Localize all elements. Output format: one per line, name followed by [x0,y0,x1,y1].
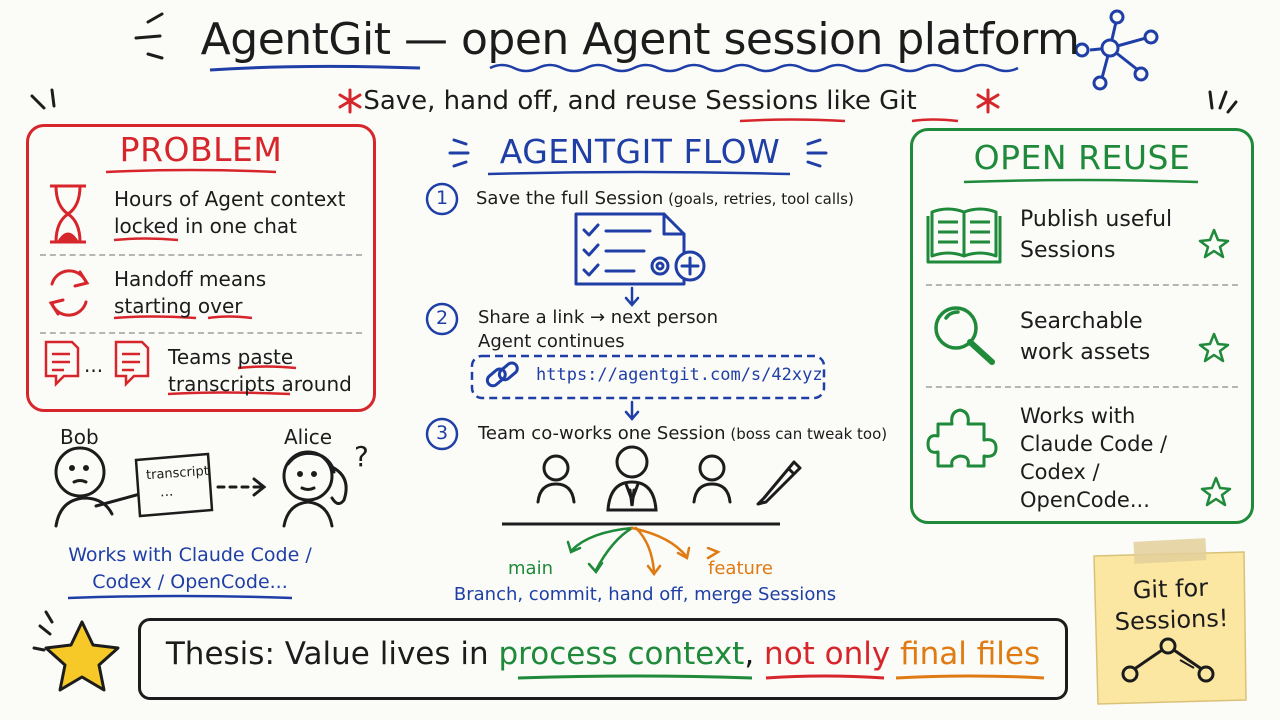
thesis-text: Thesis: Value lives in process context, … [138,636,1068,672]
step-1-main: Save the full Session [476,188,664,209]
transcript-paper-dots: ... [159,483,174,501]
step-1-number: 1 [435,187,449,209]
problem-paste-word: paste [237,345,294,369]
flow-arrow-1 [624,286,640,307]
problem-item-paste: Teams paste transcripts around [168,344,368,398]
problem-item-locked: Hours of Agent context locked in one cha… [114,186,364,240]
team-members-icon [536,445,732,512]
reuse-search-line2: work assets [1020,340,1151,365]
reuse-item-search: Searchable work assets [1020,306,1150,368]
alice-question-mark: ? [354,440,369,473]
reuse-search-line1: Searchable [1020,309,1143,334]
title-underline-blue [209,64,421,72]
alice-figure [282,450,348,528]
reuse-divider-1 [926,284,1238,286]
problem-paste-line2: transcripts around [168,372,352,396]
transcript-paper-label: transcript [145,463,210,484]
reuse-panel [910,128,1254,524]
subtitle-part-a: Save, hand off, and reuse [363,86,706,116]
subtitle-git: Git [879,86,917,116]
step-3-number: 3 [435,422,449,444]
thesis-space [890,636,900,672]
handoff-arrow [216,477,267,497]
title-agentgit: AgentGit [200,14,391,65]
works-with-line2: Codex / OpenCode... [92,571,288,593]
branch-arrows [566,526,721,577]
reuse-works-line1: Works with [1020,404,1136,428]
branch-main-label: main [508,558,553,579]
reuse-item-works-with: Works with Claude Code / Codex / OpenCod… [1020,402,1167,514]
session-link[interactable]: https://agentgit.com/s/42xyz [536,365,823,385]
flow-title-dashes-left [448,138,470,168]
problem-divider-2 [40,332,362,334]
thesis-final-files: final files [900,636,1041,672]
reuse-works-line3: Codex / [1020,460,1100,484]
git-branch-icon [1121,637,1215,683]
works-with-note: Works with Claude Code / Codex / OpenCod… [40,542,340,596]
problem-locked-word: locked [114,214,179,238]
thesis-comma: , [744,636,765,672]
reuse-works-line2: Claude Code / [1020,432,1168,456]
step-3-main: Team co-works one Session [478,423,726,444]
problem-item-locked-line2: locked in one chat [114,213,364,240]
alice-label: Alice [284,425,333,449]
reuse-divider-2 [926,386,1238,388]
problem-starting-word: starting [114,294,192,318]
reuse-publish-line1: Publish useful [1020,207,1173,232]
thesis-process-context: process context [498,636,745,672]
step-3-detail: (boss can tweak too) [725,425,888,443]
reuse-item-publish: Publish useful Sessions [1020,204,1172,266]
branch-caption: Branch, commit, hand off, merge Sessions [453,584,837,605]
problem-divider-1 [40,254,362,256]
gold-star-icon [32,610,120,692]
sticky-note-text: Git for Sessions! [1095,571,1247,638]
pencil-icon [756,460,802,506]
thesis-box [138,618,1068,700]
problem-handoff-line2: starting over [114,293,364,320]
link-icon [485,361,519,388]
thesis-label: Thesis: Value lives in [165,636,499,672]
step-2-text: Share a link → next person Agent continu… [478,306,718,354]
reuse-publish-line2: Sessions [1020,238,1116,263]
problem-paste-pre: Teams [168,345,238,369]
session-document-icon [574,212,706,286]
step-2-number: 2 [435,307,449,329]
problem-over-word: over [197,294,243,318]
sticky-line2: Sessions! [1114,604,1229,636]
step-1-text: Save the full Session (goals, retries, t… [476,188,854,209]
thesis-not-only: not only [764,636,891,672]
step-3-text: Team co-works one Session (boss can twea… [478,423,887,444]
flow-title-underline [487,170,791,176]
subtitle-sessions: Sessions [705,86,818,116]
problem-panel [26,124,376,412]
step-1-detail: (goals, retries, tool calls) [663,190,854,208]
reuse-works-line4: OpenCode... [1020,488,1150,512]
step-2-line1: Share a link → next person [478,307,719,328]
problem-paste-line1: Teams paste [168,344,368,371]
bob-figure [54,446,142,528]
problem-dots: ... [84,353,104,377]
problem-handoff-line1: Handoff means [114,267,267,291]
subtitle-underline-git [911,118,959,123]
flow-title: AGENTGIT FLOW [499,132,781,171]
branch-feature-label: feature [708,558,773,579]
problem-title: PROBLEM [119,130,283,169]
works-with-line1: Works with Claude Code / [68,544,312,566]
step-2-line2: Agent continues [478,331,625,352]
problem-locked-rest: in one chat [178,214,297,238]
subtitle-like: like [818,86,880,116]
problem-item-locked-line1: Hours of Agent context [114,187,346,211]
page-title: AgentGit — open Agent session platform [0,14,1280,65]
reuse-title: OPEN REUSE [973,138,1191,177]
title-underline-wavy [489,63,1019,73]
problem-item-handoff: Handoff means starting over [114,266,364,320]
works-with-underline [67,594,293,600]
flow-title-dashes-right [806,138,828,168]
flow-arrow-2 [624,400,640,421]
bob-label: Bob [60,425,99,449]
subtitle-underline-sessions [739,118,846,123]
subtitle: Save, hand off, and reuse Sessions like … [0,86,1280,116]
title-rest: — open Agent session platform [403,14,1080,65]
